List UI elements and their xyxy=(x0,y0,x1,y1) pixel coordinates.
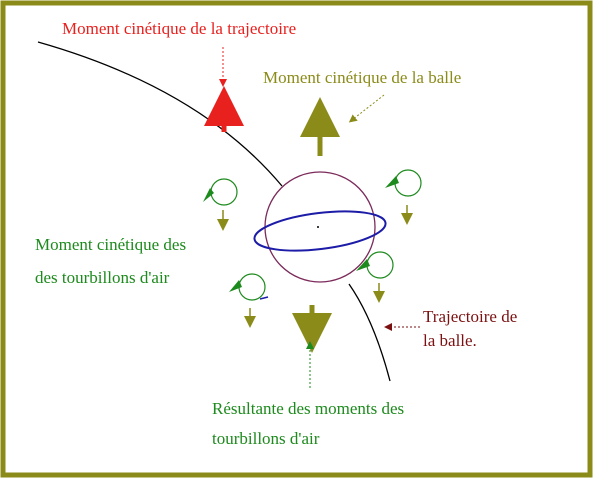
vortex-bottom-left xyxy=(238,273,266,301)
label-ball-trajectory-line1: Trajectoire de xyxy=(423,307,517,326)
ring-fragment xyxy=(259,296,269,300)
trajectory-curve-lower xyxy=(348,283,391,382)
ball-circle xyxy=(264,171,376,283)
vortex-bottom-left-arrowhead xyxy=(229,280,242,292)
trajectory-curve-upper xyxy=(37,41,283,187)
label-resultant-line2: tourbillons d'air xyxy=(212,429,320,448)
vortex-bottom-right-arrowhead xyxy=(356,259,370,271)
ball-center-dot xyxy=(317,226,319,228)
label-ball-trajectory-line2: la balle. xyxy=(423,331,477,350)
label-trajectory-angular-momentum: Moment cinétique de la trajectoire xyxy=(62,19,296,38)
outer-frame xyxy=(0,0,593,478)
label-vortex-momentum-line2: des tourbillons d'air xyxy=(35,268,170,287)
vortex-top-right-arrowhead xyxy=(385,176,399,188)
vortex-top-left-arrowhead xyxy=(203,188,214,202)
label-ball-angular-momentum: Moment cinétique de la balle xyxy=(263,68,461,87)
vortex-bottom-right xyxy=(366,251,394,279)
ball-pointer-arrow xyxy=(348,94,385,123)
label-resultant-line1: Résultante des moments des xyxy=(212,399,404,418)
vortex-top-left xyxy=(210,178,238,206)
ball-equator-ring xyxy=(253,210,387,252)
label-vortex-momentum-line1: Moment cinétique des xyxy=(35,235,186,254)
